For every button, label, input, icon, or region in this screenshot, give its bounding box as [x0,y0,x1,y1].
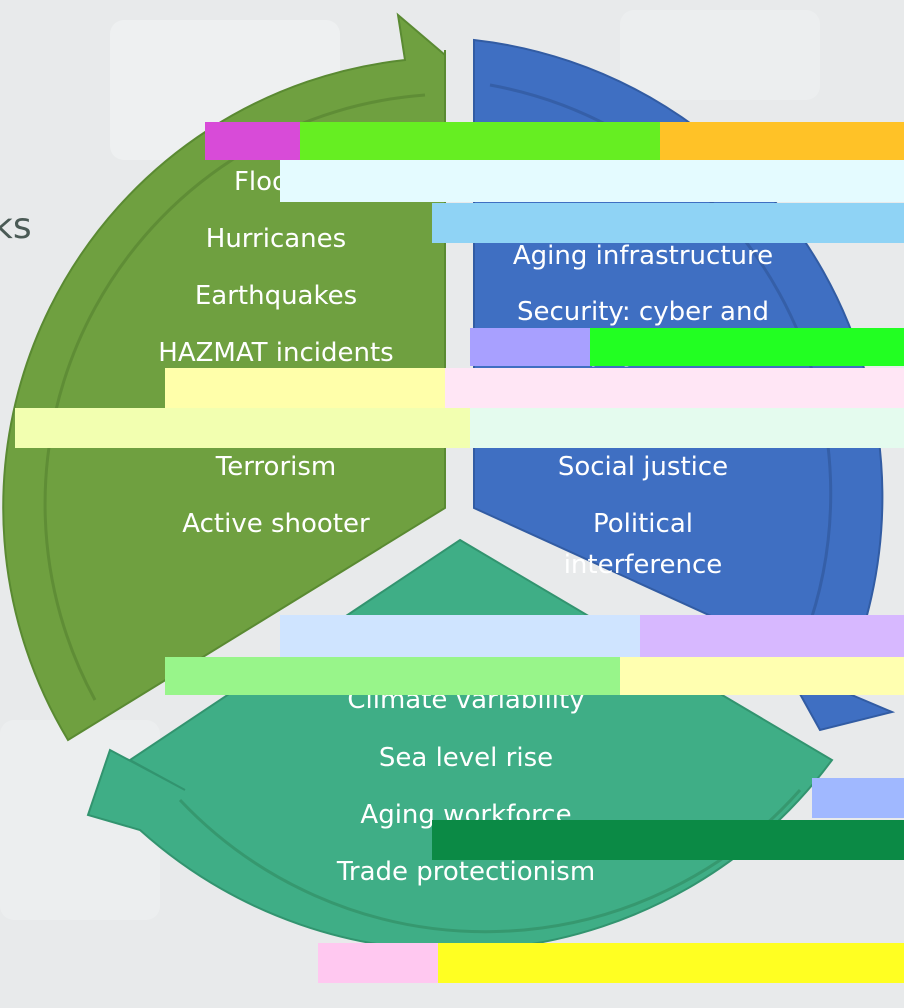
artifact-bar [470,328,590,366]
label-aging-infrastructure: Aging infrastructure [513,241,773,271]
label-trade-protectionism: Trade protectionism [336,857,595,887]
edge-title-fragment: ks [0,206,32,247]
artifact-bar [205,122,300,160]
label-social-justice: Social justice [558,452,728,482]
label-security: Security: cyber and [517,297,769,327]
label-hurricanes: Hurricanes [206,224,346,254]
background-tile [620,10,820,100]
artifact-bar [640,615,904,657]
label-sea-level-rise: Sea level rise [379,743,553,773]
artifact-bar [620,657,904,695]
artifact-bar [445,368,904,408]
artifact-bar [280,160,904,202]
label-earthquakes: Earthquakes [195,281,357,311]
label-hazmat: HAZMAT incidents [158,338,393,368]
label-political: Political [593,509,693,539]
segment-blue-inner-arc [489,83,833,651]
artifact-bar [432,203,904,243]
render-artifacts [15,122,904,983]
label-terrorism: Terrorism [215,452,337,482]
artifact-bar [812,778,904,818]
artifact-bar [470,408,904,448]
artifact-bar [432,820,904,860]
green-segment-labels: Floods Hurricanes Earthquakes HAZMAT inc… [158,167,393,539]
label-interference: interference [564,550,723,580]
label-active-shooter: Active shooter [182,509,370,539]
artifact-bar [318,943,438,983]
artifact-bar [660,122,904,160]
